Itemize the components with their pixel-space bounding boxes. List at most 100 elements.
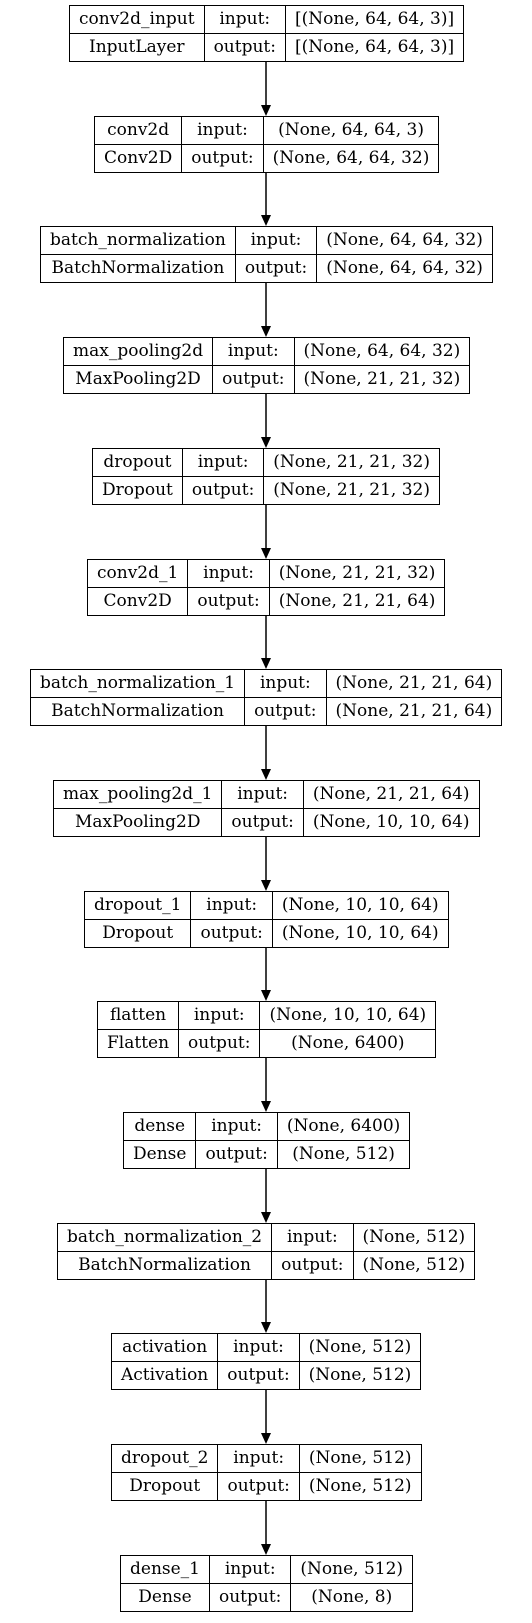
arrowhead-icon	[261, 215, 271, 226]
layer-type: Dense	[122, 1140, 197, 1169]
arrowhead-icon	[261, 437, 271, 448]
layer-name: dense_1	[120, 1555, 210, 1584]
input-shape: (None, 10, 10, 64)	[259, 1001, 437, 1030]
layer-name: dense	[122, 1112, 197, 1141]
output-label: output:	[190, 919, 273, 948]
layer-type: Dropout	[110, 1472, 219, 1501]
layer-type: MaxPooling2D	[62, 365, 214, 394]
output-label: output:	[244, 697, 327, 726]
layer-type: Conv2D	[93, 144, 183, 173]
arrowhead-icon	[261, 105, 271, 116]
output-shape: (None, 512)	[298, 1472, 422, 1501]
input-label: input:	[221, 780, 304, 809]
output-shape: (None, 21, 21, 64)	[268, 587, 446, 616]
input-label: input:	[181, 116, 264, 145]
layer-name: conv2d	[93, 116, 183, 145]
layer-name: max_pooling2d	[62, 337, 214, 366]
input-shape: (None, 64, 64, 3)	[262, 116, 440, 145]
output-label: output:	[217, 1361, 300, 1390]
input-shape: (None, 21, 21, 32)	[263, 448, 440, 477]
layer-type: Dense	[120, 1583, 210, 1612]
input-shape: [(None, 64, 64, 3)]	[284, 5, 465, 34]
output-shape: (None, 512)	[298, 1361, 422, 1390]
arrowhead-icon	[261, 1322, 271, 1333]
input-shape: (None, 21, 21, 64)	[302, 780, 480, 809]
input-label: input:	[187, 559, 270, 588]
layer-name: activation	[110, 1333, 219, 1362]
input-shape: (None, 512)	[352, 1223, 476, 1252]
output-shape: (None, 8)	[290, 1583, 414, 1612]
output-label: output:	[181, 476, 265, 505]
layer-type: BatchNormalization	[56, 1251, 273, 1280]
arrowhead-icon	[261, 1212, 271, 1223]
layer-type: MaxPooling2D	[52, 808, 223, 837]
layer-type: BatchNormalization	[29, 697, 246, 726]
layer-name: dropout	[92, 448, 183, 477]
layer-type: InputLayer	[69, 33, 205, 62]
output-shape: (None, 6400)	[259, 1029, 437, 1058]
output-shape: (None, 64, 64, 32)	[316, 254, 493, 283]
arrowhead-icon	[261, 658, 271, 669]
layer-name: batch_normalization	[40, 226, 236, 255]
output-label: output:	[234, 254, 318, 283]
output-shape: (None, 10, 10, 64)	[302, 808, 480, 837]
input-shape: (None, 64, 64, 32)	[316, 226, 493, 255]
arrowhead-icon	[261, 990, 271, 1001]
output-label: output:	[271, 1251, 354, 1280]
layer-name: dropout_2	[110, 1444, 219, 1473]
layer-type: Dropout	[92, 476, 183, 505]
output-label: output:	[195, 1140, 278, 1169]
input-shape: (None, 512)	[290, 1555, 414, 1584]
output-shape: (None, 21, 21, 32)	[293, 365, 471, 394]
output-shape: (None, 21, 21, 32)	[263, 476, 440, 505]
output-label: output:	[181, 144, 264, 173]
input-shape: (None, 21, 21, 64)	[325, 669, 503, 698]
output-shape: (None, 512)	[276, 1140, 411, 1169]
output-label: output:	[212, 365, 295, 394]
layer-name: batch_normalization_1	[29, 669, 246, 698]
layer-name: conv2d_1	[86, 559, 189, 588]
input-shape: (None, 6400)	[276, 1112, 411, 1141]
input-label: input:	[217, 1444, 300, 1473]
arrowhead-icon	[261, 1433, 271, 1444]
input-label: input:	[217, 1333, 300, 1362]
output-label: output:	[187, 587, 270, 616]
output-label: output:	[203, 33, 286, 62]
input-label: input:	[244, 669, 327, 698]
layer-name: max_pooling2d_1	[52, 780, 223, 809]
input-label: input:	[190, 891, 273, 920]
input-label: input:	[208, 1555, 292, 1584]
input-shape: (None, 512)	[298, 1444, 422, 1473]
output-shape: [(None, 64, 64, 3)]	[284, 33, 465, 62]
layer-type: Activation	[110, 1361, 219, 1390]
layer-type: Flatten	[96, 1029, 180, 1058]
output-shape: (None, 512)	[352, 1251, 476, 1280]
output-label: output:	[208, 1583, 292, 1612]
arrowhead-icon	[261, 326, 271, 337]
arrowhead-icon	[261, 1101, 271, 1112]
output-shape: (None, 64, 64, 32)	[262, 144, 440, 173]
arrowhead-icon	[261, 769, 271, 780]
input-shape: (None, 10, 10, 64)	[271, 891, 449, 920]
input-label: input:	[271, 1223, 354, 1252]
arrowhead-icon	[261, 1544, 271, 1555]
input-label: input:	[234, 226, 318, 255]
output-label: output:	[178, 1029, 261, 1058]
input-shape: (None, 21, 21, 32)	[268, 559, 446, 588]
input-label: input:	[212, 337, 295, 366]
input-label: input:	[203, 5, 286, 34]
layer-type: BatchNormalization	[40, 254, 236, 283]
